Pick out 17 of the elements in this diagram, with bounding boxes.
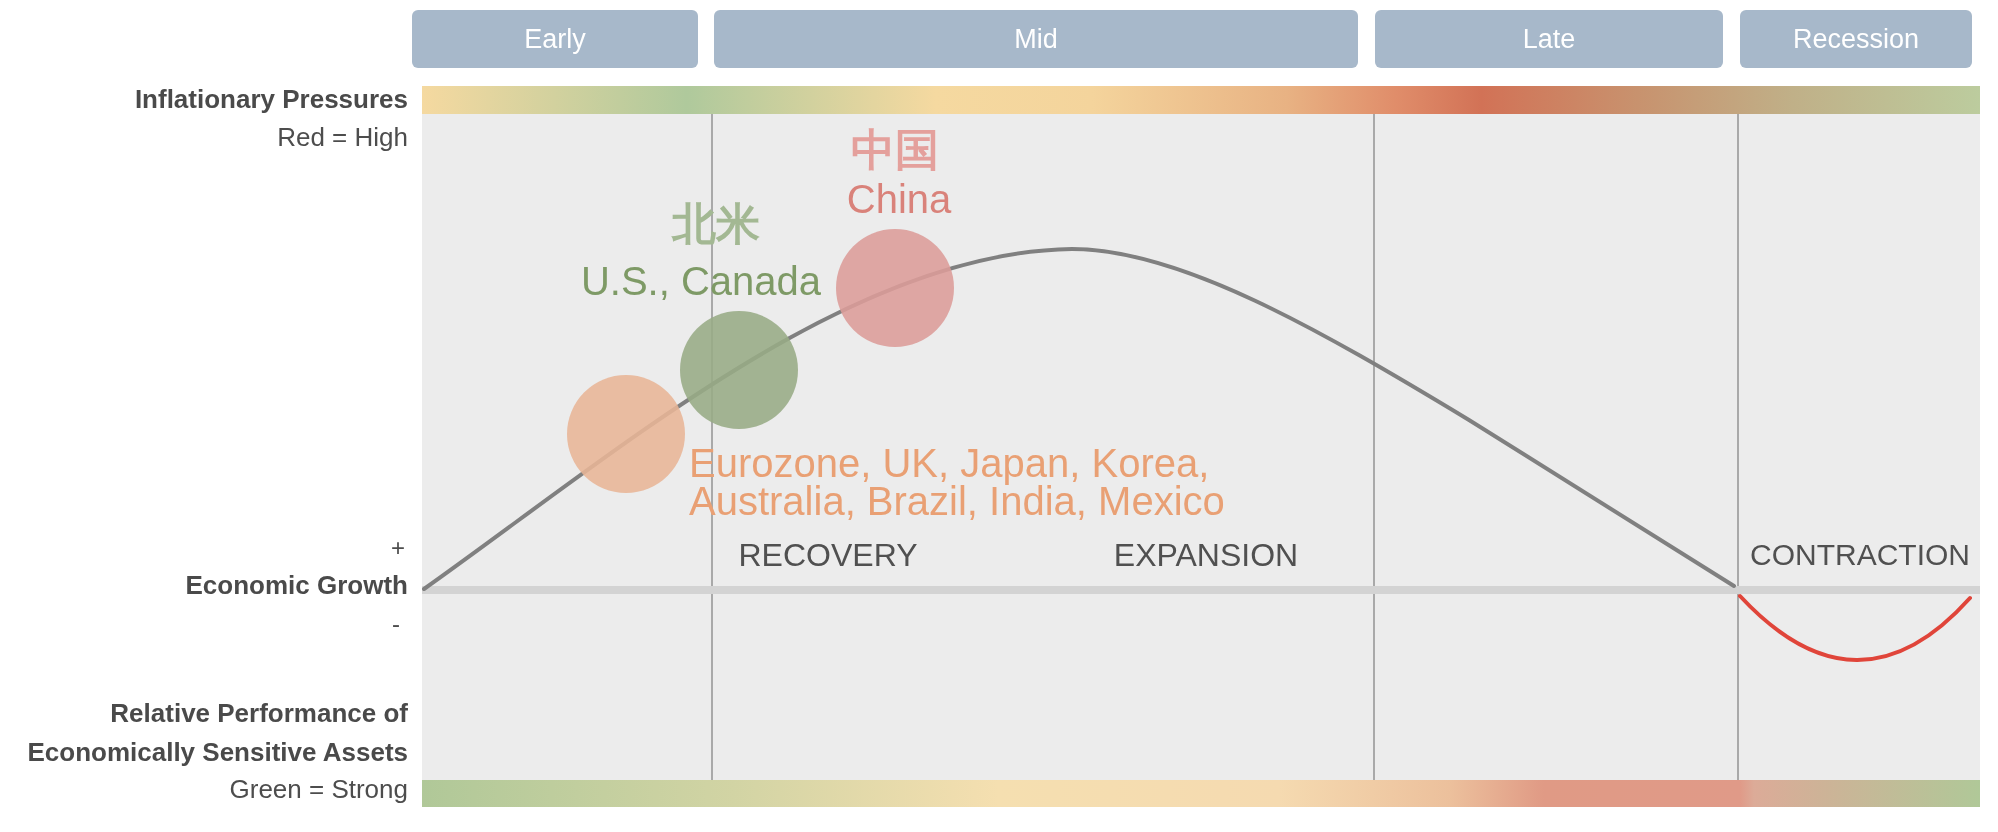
axis-title: Inflationary Pressures <box>134 85 408 115</box>
sign-label: + <box>391 534 405 562</box>
axis-title: Relative Performance of Economically Sensitive Assets <box>26 697 408 769</box>
scale-note: Red = High <box>277 123 408 153</box>
phase-header: Recession <box>1740 10 1972 68</box>
phase-label: EXPANSION <box>1113 536 1299 574</box>
region-label: 中国 <box>851 124 939 176</box>
axis-title: Economic Growth <box>185 571 408 601</box>
phase-label: RECOVERY <box>738 536 918 574</box>
phase-header: Late <box>1375 10 1723 68</box>
sign-label: - <box>392 610 400 638</box>
phase-label: CONTRACTION <box>1750 537 1970 573</box>
region-label: China <box>846 176 952 222</box>
phase-header: Early <box>412 10 698 68</box>
scale-note: Green = Strong <box>229 775 408 805</box>
region-label: U.S., Canada <box>580 258 822 304</box>
phase-header: Mid <box>714 10 1358 68</box>
